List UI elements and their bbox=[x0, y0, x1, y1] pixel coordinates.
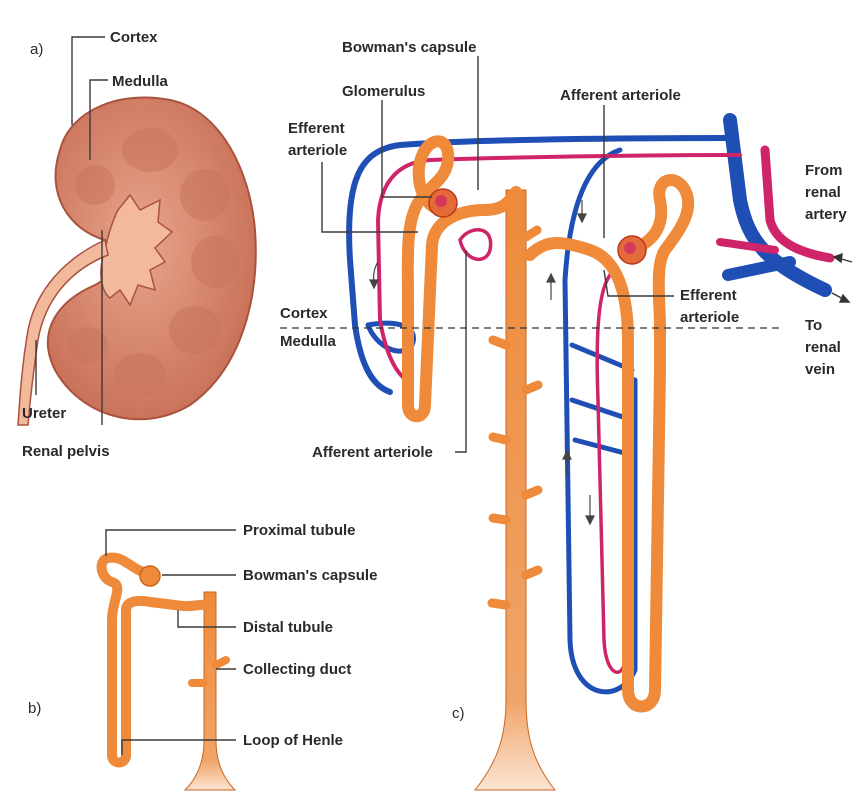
label-afferent-arteriole-bottom: Afferent arteriole bbox=[312, 444, 433, 461]
nephron-sketch bbox=[102, 558, 235, 790]
tubule-b bbox=[102, 558, 205, 763]
label-medulla-a: Medulla bbox=[112, 73, 168, 90]
afferent-arteriole-loop bbox=[460, 230, 491, 260]
collecting-duct-c bbox=[475, 190, 555, 790]
label-renal-pelvis: Renal pelvis bbox=[22, 443, 110, 460]
bowmans-capsule-b-shape bbox=[140, 566, 160, 586]
label-efferent-arteriole-2: Efferent arteriole bbox=[680, 287, 741, 326]
label-to-renal-vein: To renal vein bbox=[805, 317, 845, 378]
leader-proximal-tubule bbox=[106, 530, 236, 556]
label-from-renal-artery: From renal artery bbox=[805, 162, 847, 223]
collecting-duct-b-branch bbox=[216, 660, 226, 665]
panel-label-a: a) bbox=[30, 41, 43, 58]
kidney-illustration bbox=[18, 97, 256, 425]
vessel-direction-arrows bbox=[832, 254, 852, 302]
panel-label-c: c) bbox=[452, 705, 465, 722]
label-medulla-c: Medulla bbox=[280, 333, 336, 350]
label-ureter: Ureter bbox=[22, 405, 66, 422]
nephron-2-tubule bbox=[530, 180, 688, 707]
vasa-recta-artery bbox=[597, 270, 626, 672]
label-bowmans-capsule-c: Bowman's capsule bbox=[342, 39, 476, 56]
label-cortex-c: Cortex bbox=[280, 305, 328, 322]
label-distal-tubule: Distal tubule bbox=[243, 619, 333, 636]
label-bowmans-capsule-b: Bowman's capsule bbox=[243, 567, 377, 584]
panel-label-b: b) bbox=[28, 700, 41, 717]
collecting-duct-b bbox=[185, 592, 235, 790]
label-proximal-tubule: Proximal tubule bbox=[243, 522, 356, 539]
label-glomerulus: Glomerulus bbox=[342, 83, 425, 100]
label-afferent-arteriole-top: Afferent arteriole bbox=[560, 87, 681, 104]
leader-loop-of-henle bbox=[122, 740, 236, 755]
glomerulus-1 bbox=[429, 189, 457, 217]
label-efferent-arteriole-1: Efferent arteriole bbox=[288, 120, 349, 159]
label-collecting-duct: Collecting duct bbox=[243, 661, 351, 678]
leader-afferent-arteriole-bottom bbox=[455, 250, 466, 452]
label-cortex-a: Cortex bbox=[110, 29, 158, 46]
nephron-1-tubule bbox=[408, 141, 516, 416]
label-loop-of-henle: Loop of Henle bbox=[243, 732, 343, 749]
glomerulus-2 bbox=[618, 236, 646, 264]
